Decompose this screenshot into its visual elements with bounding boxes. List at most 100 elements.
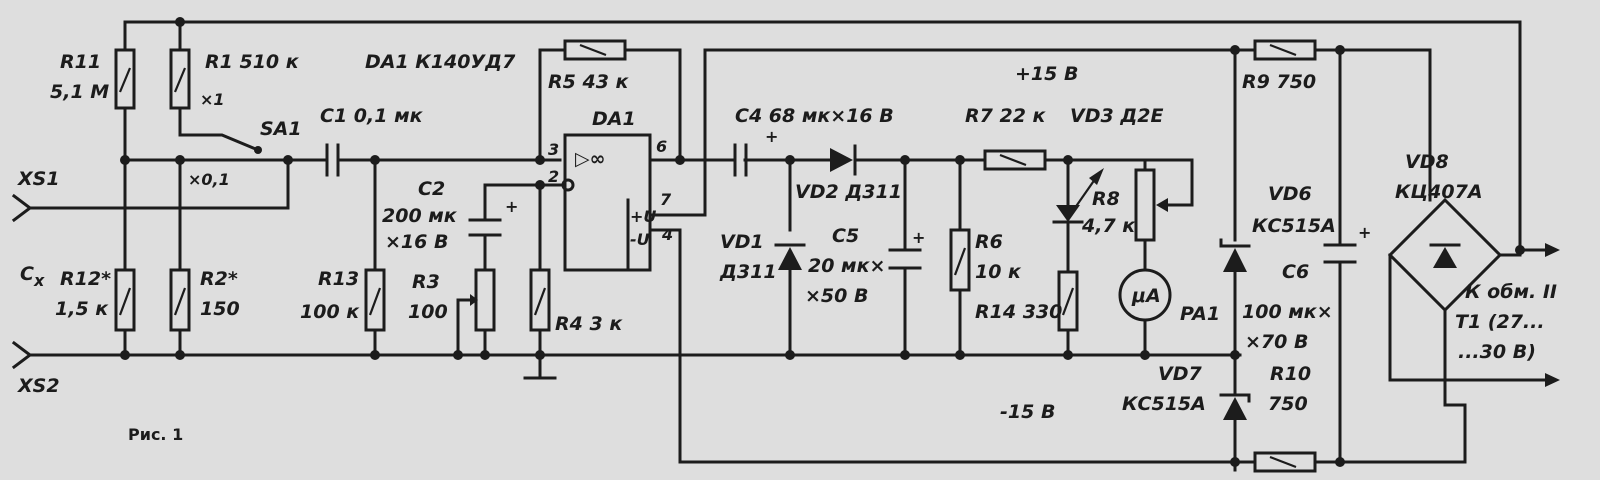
xs1-label: XS1 — [17, 168, 60, 190]
r6-ref: R6 — [975, 231, 1003, 253]
diode-vd2 — [830, 144, 857, 176]
r3-value: 100 — [408, 301, 448, 323]
vd6-ref: VD6 — [1268, 183, 1312, 205]
pin-vpos: +U — [630, 207, 656, 226]
vd7-ref: VD7 — [1158, 363, 1202, 385]
capacitor-c5 — [888, 248, 922, 270]
da1-part-label: DA1 К140УД7 — [365, 51, 516, 73]
transformer-line1: К обм. II — [1465, 281, 1557, 303]
switch-sa1 — [254, 146, 262, 154]
vd3-label: VD3 Д2Е — [1070, 105, 1163, 127]
r11-ref: R11 — [60, 51, 101, 73]
resistor-r12 — [114, 268, 136, 332]
resistor-r9 — [1253, 39, 1317, 61]
r11-value: 5,1 М — [50, 81, 109, 103]
r2-ref: R2* — [200, 268, 238, 290]
resistor-r10 — [1253, 451, 1317, 473]
c6-value2: ×70 В — [1245, 331, 1308, 353]
r1-label: R1 510 к — [205, 51, 300, 73]
svg-text:+: + — [1358, 223, 1371, 242]
r5-label: R5 43 к — [548, 71, 630, 93]
resistor-r2 — [169, 268, 191, 332]
xs2-label: XS2 — [17, 375, 60, 397]
r2-value: 150 — [200, 298, 240, 320]
capacitor-c6 — [1323, 243, 1357, 264]
meter-symbol: μA — [1131, 285, 1161, 307]
resistor-r7 — [983, 149, 1047, 171]
sa1-mark: ×0,1 — [188, 170, 230, 189]
da1-ref: DA1 — [592, 108, 636, 130]
r3-ref: R3 — [412, 271, 440, 293]
resistor-r11 — [114, 48, 136, 110]
vd2-label: VD2 Д311 — [795, 181, 902, 203]
vd8-ref: VD8 — [1405, 151, 1449, 173]
connector-xs2 — [11, 340, 33, 370]
rail-plus-label: +15 В — [1015, 63, 1078, 85]
c4-label: C4 68 мк×16 В — [735, 105, 894, 127]
r12-ref: R12* — [60, 268, 111, 290]
resistor-r3 — [456, 268, 496, 332]
resistor-r4 — [529, 268, 551, 332]
rail-minus-label: -15 В — [1000, 401, 1055, 423]
transformer-line2: T1 (27... — [1455, 311, 1545, 333]
resistor-r1 — [169, 48, 191, 110]
wiring — [28, 20, 1547, 472]
r8-ref: R8 — [1092, 188, 1120, 210]
c5-ref: C5 — [832, 225, 859, 247]
resistor-r5 — [563, 39, 627, 61]
pin4: 4 — [661, 225, 673, 244]
c2-ref: C2 — [418, 178, 445, 200]
r10-value: 750 — [1268, 393, 1308, 415]
junctions — [120, 17, 1525, 467]
da1-symbol: ▷∞ — [575, 148, 605, 170]
r4-label: R4 3 к — [555, 313, 623, 335]
zener-vd7 — [1219, 393, 1251, 420]
pin3: 3 — [548, 140, 559, 159]
r14-label: R14 330 — [975, 301, 1062, 323]
sa1-ref: SA1 — [260, 118, 302, 140]
resistor-r14 — [1057, 270, 1079, 332]
c5-value: 20 мк× — [808, 255, 885, 277]
labels: R11 5,1 М R1 510 к ×1 SA1 ×0,1 DA1 К140У… — [17, 51, 1557, 444]
svg-text:+: + — [765, 127, 778, 146]
output-arrows — [1545, 243, 1560, 387]
r8-value: 4,7 к — [1081, 215, 1136, 237]
c5-value2: ×50 В — [805, 285, 868, 307]
r1-mark: ×1 — [200, 90, 225, 109]
vd1-value: Д311 — [719, 261, 777, 283]
r10-ref: R10 — [1270, 363, 1311, 385]
r9-label: R9 750 — [1242, 71, 1316, 93]
zener-vd6 — [1219, 238, 1251, 272]
r12-value: 1,5 к — [55, 298, 109, 320]
c1-label: C1 0,1 мк — [320, 105, 424, 127]
resistor-r13 — [364, 268, 386, 332]
connector-xs1 — [11, 193, 33, 223]
diode-bridge-vd8 — [1387, 197, 1503, 407]
c2-value2: ×16 В — [385, 231, 448, 253]
vd1-ref: VD1 — [720, 231, 764, 253]
capacitor-c1 — [325, 143, 340, 177]
c2-value: 200 мк — [382, 205, 458, 227]
c6-value: 100 мк× — [1242, 301, 1333, 323]
resistor-r8-potentiometer — [1134, 168, 1168, 242]
pin-vneg: -U — [630, 230, 650, 249]
pin2: 2 — [548, 167, 559, 186]
vd6-value: КС515А — [1252, 215, 1336, 237]
polarity-marks: + + + + — [505, 127, 1371, 247]
cx-label: Cx — [20, 263, 45, 290]
capacitor-c4 — [733, 143, 748, 177]
pin6: 6 — [656, 137, 667, 156]
r6-value: 10 к — [975, 261, 1022, 283]
r13-ref: R13 — [318, 268, 359, 290]
vd7-value: КС515А — [1122, 393, 1206, 415]
c6-ref: C6 — [1282, 261, 1309, 283]
capacitor-c2 — [468, 218, 502, 237]
opamp-da1 — [561, 133, 652, 272]
r7-label: R7 22 к — [965, 105, 1047, 127]
pa1-ref: PA1 — [1180, 303, 1220, 325]
resistor-r6 — [949, 228, 971, 292]
transformer-line3: ...30 В) — [1458, 341, 1536, 363]
figure-caption: Рис. 1 — [128, 425, 183, 444]
meter-pa1 — [1118, 268, 1172, 322]
